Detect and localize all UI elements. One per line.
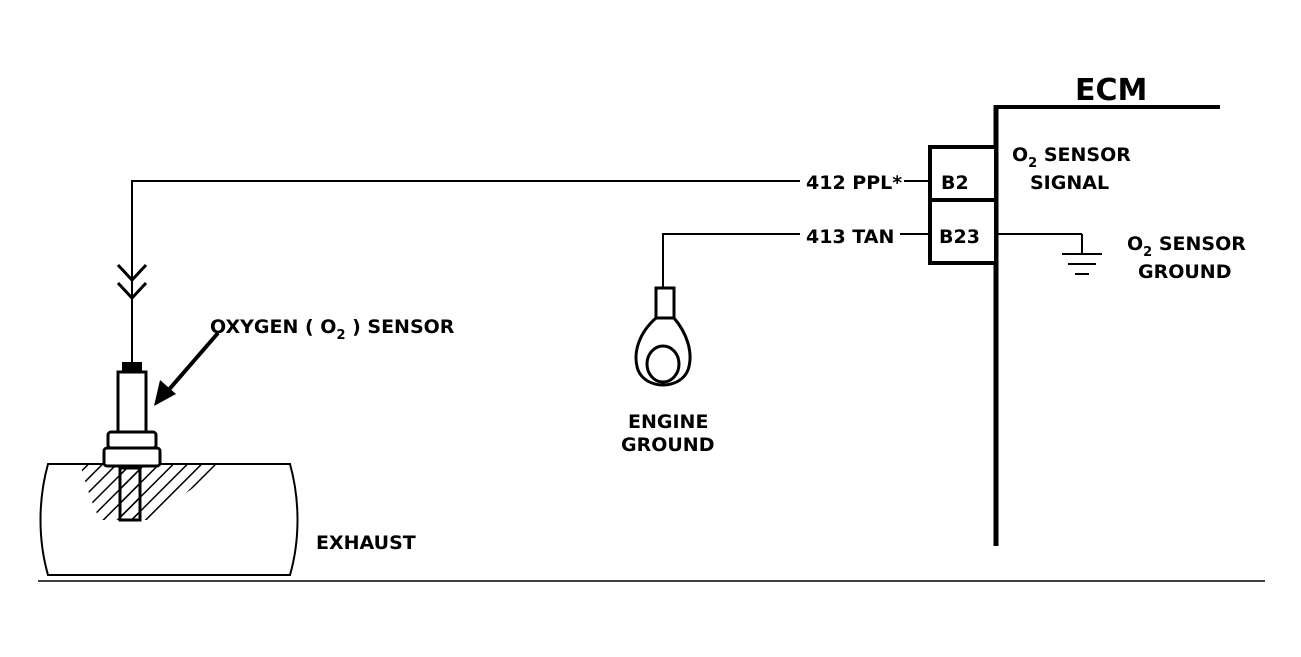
- engine-ground-line2: GROUND: [621, 434, 714, 456]
- wire-413-label: 413 TAN: [806, 226, 894, 248]
- svg-text:O2 SENSOR: O2 SENSOR: [1127, 233, 1246, 260]
- svg-text:O2 SENSOR: O2 SENSOR: [1012, 144, 1131, 171]
- engine-ground-line1: ENGINE: [628, 411, 708, 433]
- pin-b2-label: B2: [941, 172, 969, 194]
- o2-ground-sub: 2: [1143, 245, 1152, 260]
- o2-ground-o: O: [1127, 233, 1143, 255]
- exhaust-label: EXHAUST: [316, 532, 416, 554]
- o2-ground-rest: SENSOR: [1152, 233, 1246, 255]
- o2-ground-line2: GROUND: [1138, 261, 1231, 283]
- o2-signal-o: O: [1012, 144, 1028, 166]
- o2-signal-line2: SIGNAL: [1030, 172, 1109, 194]
- oxygen-sensor-sub: 2: [336, 328, 345, 343]
- wire-412: 412 PPL*: [116, 166, 930, 320]
- ecm-title: ECM: [1075, 73, 1147, 108]
- engine-ground-terminal-icon: [634, 286, 692, 387]
- wire-412-label: 412 PPL*: [806, 172, 902, 194]
- connector-chevron-icon: [116, 263, 148, 283]
- o2-sensor-signal-label: O2 SENSOR SIGNAL: [1012, 144, 1131, 194]
- oxygen-sensor-prefix: OXYGEN ( O: [210, 316, 336, 338]
- oxygen-sensor-rest: ) SENSOR: [345, 316, 454, 338]
- o2-signal-rest: SENSOR: [1037, 144, 1131, 166]
- pin-b2-box: [928, 145, 998, 202]
- o2-sensor-ground-label: O2 SENSOR GROUND: [1127, 233, 1246, 283]
- oxygen-sensor-pointer-arrow: [154, 331, 220, 406]
- wire-413: 413 TAN: [662, 220, 930, 288]
- oxygen-sensor-label: OXYGEN ( O2 ) SENSOR: [210, 316, 455, 343]
- connector-pins: B2 B23: [928, 145, 998, 265]
- o2-signal-sub: 2: [1028, 156, 1037, 171]
- internal-ground-symbol: [996, 233, 1102, 275]
- connector-chevron-icon: [116, 281, 148, 301]
- oxygen-sensor-icon: [102, 320, 162, 522]
- exhaust-pipe: [39, 463, 299, 576]
- pin-b23-box: [928, 198, 998, 265]
- pin-b23-label: B23: [939, 226, 980, 248]
